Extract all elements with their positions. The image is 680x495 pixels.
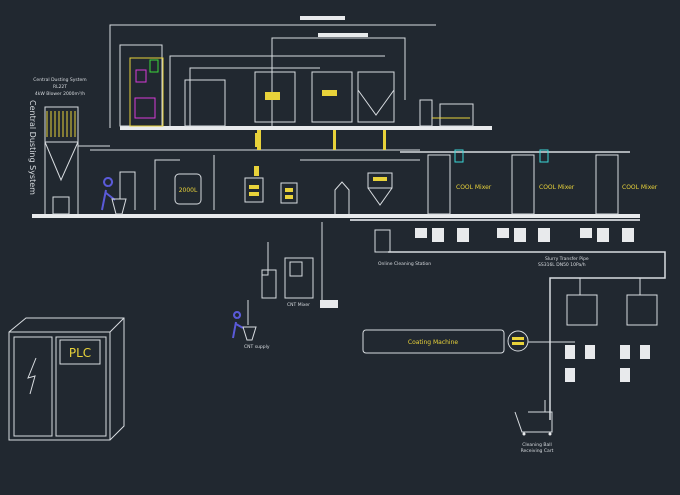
operator-icon (232, 311, 244, 339)
coating-pump (507, 330, 529, 352)
cart-label-2: Receiving Cart (521, 448, 554, 454)
coating-units (565, 278, 658, 382)
coating-label: Coating Machine (408, 339, 459, 346)
plc-cabinet: PLC (8, 317, 125, 441)
main-floor (32, 214, 640, 218)
top-pipes (90, 16, 436, 161)
online-cleaning-station (374, 229, 391, 253)
cart-label-1: Cleaning Ball (522, 442, 552, 448)
dusting-vertical-label: Central Dusting System (28, 100, 37, 195)
central-dusting-system: Central Dusting System RL22T 4kW Blower … (28, 77, 110, 215)
tank-label: 2000L (179, 187, 198, 194)
cnt-supply-label: CNT supply (244, 344, 270, 350)
transfer-pipe-label: Slurry Transfer Pipe (545, 256, 589, 262)
cool-mixer-2: COOL Mixer (511, 149, 575, 215)
plc-label: PLC (69, 346, 91, 360)
cnt-mixer-label: CNT Mixer (287, 302, 310, 308)
mixer-label: COOL Mixer (539, 184, 575, 191)
transfer-pipe-sub: SS316L DN50 10Pa/h (538, 262, 586, 268)
online-cleaning-label: Online Cleaning Station (378, 261, 431, 267)
lower-equipment: 2000L (101, 133, 393, 215)
tank-2000l (174, 173, 202, 205)
cnt-section: CNT Mixer CNT supply (232, 222, 338, 350)
slurry-transfer-pipe (388, 251, 666, 420)
upper-equipment (119, 44, 474, 150)
mixer-floor (350, 219, 640, 221)
dusting-blower: 4kW Blower 2000m³/h (35, 91, 85, 97)
cool-mixer-3: COOL Mixer (595, 154, 658, 215)
cleaning-ball-cart: Cleaning Ball Receiving Cart (514, 400, 554, 454)
mixer-label: COOL Mixer (622, 184, 658, 191)
upper-platform (120, 126, 492, 130)
dusting-title: Central Dusting System (33, 77, 86, 83)
coating-machine (362, 329, 505, 354)
dusting-model: RL22T (53, 84, 67, 90)
lightning-icon (27, 357, 37, 395)
plc-display (59, 339, 101, 365)
cool-mixers: COOL Mixer COOL Mixer COOL Mixer (400, 149, 658, 242)
cool-mixer-1: COOL Mixer (427, 149, 492, 215)
mixer-label: COOL Mixer (456, 184, 492, 191)
operator-icon (101, 177, 116, 211)
